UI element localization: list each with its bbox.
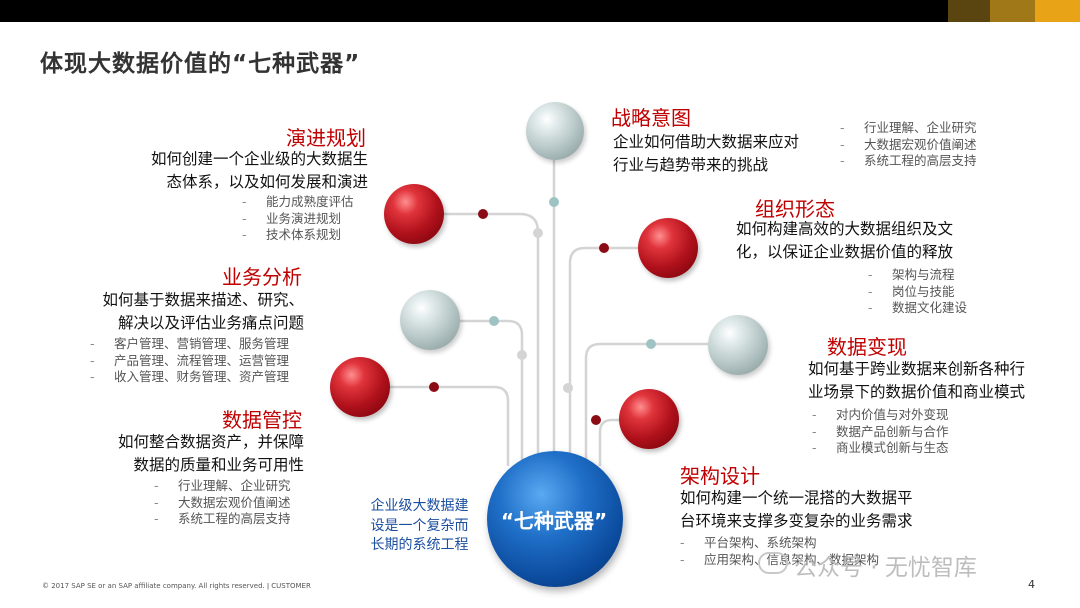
desc-line: 态体系，以及如何发展和演进	[166, 173, 368, 191]
business-analysis-bullets: -客户管理、营销管理、服务管理 -产品管理、流程管理、运营管理 -收入管理、财务…	[90, 336, 289, 386]
business-analysis-heading: 业务分析	[222, 265, 302, 289]
strategy-ball	[526, 102, 584, 160]
governance-ball	[330, 357, 390, 417]
bullet-item: -平台架构、系统架构	[680, 535, 817, 550]
bullet-item: -对内价值与对外变现	[812, 407, 949, 422]
top-bar	[0, 0, 1080, 22]
monetization-desc: 如何基于跨业数据来创新各种行 业场景下的数据价值和商业模式	[808, 358, 1025, 404]
desc-line: 解决以及评估业务痛点问题	[117, 314, 304, 332]
bullet-item: -大数据宏观价值阐述	[154, 494, 291, 510]
strategy-bullets: -行业理解、企业研究 -大数据宏观价值阐述 -系统工程的高层支持	[840, 120, 977, 170]
desc-line: 如何构建一个统一混搭的大数据平	[680, 489, 913, 507]
bullet-item: -技术体系规划	[242, 227, 342, 242]
evolution-desc: 如何创建一个企业级的大数据生 态体系，以及如何发展和演进	[60, 148, 368, 194]
bullet-item: -商业模式创新与生态	[812, 440, 949, 455]
connector-monetization	[584, 342, 710, 462]
bullet-item: -收入管理、财务管理、资产管理	[90, 369, 290, 384]
center-ball	[487, 451, 623, 587]
center-note-line: 设是一个复杂而	[370, 517, 469, 534]
connector-governance	[388, 385, 510, 466]
node-dot	[646, 339, 656, 349]
evolution-ball	[384, 184, 444, 244]
top-bar-swatch-light	[1035, 0, 1080, 22]
node-dot	[533, 228, 543, 238]
strategy-heading: 战略意图	[611, 106, 691, 130]
governance-heading: 数据管控	[222, 408, 302, 432]
connector-architecture	[598, 418, 622, 466]
center-note-line: 企业级大数据建	[370, 498, 469, 514]
desc-line: 行业与趋势带来的挑战	[613, 156, 769, 174]
node-dot	[429, 382, 439, 392]
desc-line: 如何整合数据资产，并保障	[117, 433, 304, 451]
node-dot	[599, 243, 609, 253]
architecture-desc: 如何构建一个统一混搭的大数据平 台环境来支撑多变复杂的业务需求	[680, 487, 913, 533]
connector-organization	[568, 246, 640, 460]
bullet-item: -系统工程的高层支持	[154, 511, 291, 526]
business-analysis-ball	[400, 290, 460, 350]
governance-bullets: -行业理解、企业研究 -大数据宏观价值阐述 -系统工程的高层支持	[154, 478, 291, 528]
wechat-icon	[758, 552, 788, 574]
architecture-heading: 架构设计	[680, 464, 760, 488]
center-note-line: 长期的系统工程	[370, 537, 469, 553]
bullet-item: -系统工程的高层支持	[840, 153, 977, 168]
bullet-item: -客户管理、营销管理、服务管理	[90, 336, 290, 351]
bullet-item: -业务演进规划	[242, 210, 342, 226]
page-number: 4	[1028, 578, 1035, 591]
bullet-item: -架构与流程	[868, 267, 955, 282]
organization-ball	[638, 218, 698, 278]
bullet-item: -行业理解、企业研究	[840, 120, 977, 135]
desc-line: 如何构建高效的大数据组织及文	[736, 220, 954, 238]
organization-heading: 组织形态	[755, 197, 835, 221]
bullet-item: -能力成熟度评估	[242, 194, 354, 209]
architecture-ball	[619, 389, 679, 449]
organization-bullets: -架构与流程 -岗位与技能 -数据文化建设	[868, 267, 967, 317]
strategy-desc: 企业如何借助大数据来应对 行业与趋势带来的挑战	[613, 131, 799, 177]
business-analysis-desc: 如何基于数据来描述、研究、 解决以及评估业务痛点问题	[40, 289, 304, 335]
evolution-heading: 演进规划	[286, 126, 366, 150]
bullet-item: -数据产品创新与合作	[812, 423, 949, 439]
node-dot	[489, 316, 499, 326]
node-dot	[517, 350, 527, 360]
node-dot	[563, 383, 573, 393]
copyright-notice: © 2017 SAP SE or an SAP affiliate compan…	[42, 582, 311, 590]
node-dot	[591, 415, 601, 425]
bullet-item: -产品管理、流程管理、运营管理	[90, 352, 290, 368]
monetization-bullets: -对内价值与对外变现 -数据产品创新与合作 -商业模式创新与生态	[812, 407, 949, 457]
node-dot	[549, 197, 559, 207]
desc-line: 台环境来支撑多变复杂的业务需求	[680, 512, 913, 530]
monetization-heading: 数据变现	[827, 335, 907, 359]
bullet-item: -大数据宏观价值阐述	[840, 136, 977, 152]
architecture-bullets: -平台架构、系统架构 -应用架构、信息架构、数据架构	[680, 535, 879, 568]
desc-line: 化，以保证企业数据价值的释放	[736, 243, 954, 261]
bullet-item: -岗位与技能	[868, 283, 955, 299]
desc-line: 数据的质量和业务可用性	[133, 456, 304, 474]
monetization-ball	[708, 315, 768, 375]
evolution-bullets: -能力成熟度评估 -业务演进规划 -技术体系规划	[242, 194, 354, 244]
connector-business-analysis	[458, 319, 524, 462]
watermark-text: 公众号 · 无忧智库	[794, 555, 977, 581]
desc-line: 业场景下的数据价值和商业模式	[808, 383, 1026, 401]
organization-desc: 如何构建高效的大数据组织及文 化，以保证企业数据价值的释放	[736, 218, 953, 264]
desc-line: 如何基于数据来描述、研究、	[102, 291, 304, 309]
top-bar-swatch-mid	[990, 0, 1035, 22]
bullet-item: -应用架构、信息架构、数据架构	[680, 551, 880, 567]
bullet-item: -数据文化建设	[868, 300, 968, 315]
top-bar-swatch-dark	[948, 0, 990, 22]
center-label: “七种武器”	[500, 509, 608, 533]
desc-line: 如何创建一个企业级的大数据生	[150, 150, 368, 168]
node-dot	[478, 209, 488, 219]
bullet-item: -行业理解、企业研究	[154, 478, 291, 493]
governance-desc: 如何整合数据资产，并保障 数据的质量和业务可用性	[40, 431, 304, 477]
desc-line: 企业如何借助大数据来应对	[613, 133, 800, 151]
desc-line: 如何基于跨业数据来创新各种行	[808, 360, 1026, 378]
center-note: 企业级大数据建 设是一个复杂而 长期的系统工程	[362, 497, 477, 556]
page-title: 体现大数据价值的“七种武器”	[40, 51, 361, 77]
